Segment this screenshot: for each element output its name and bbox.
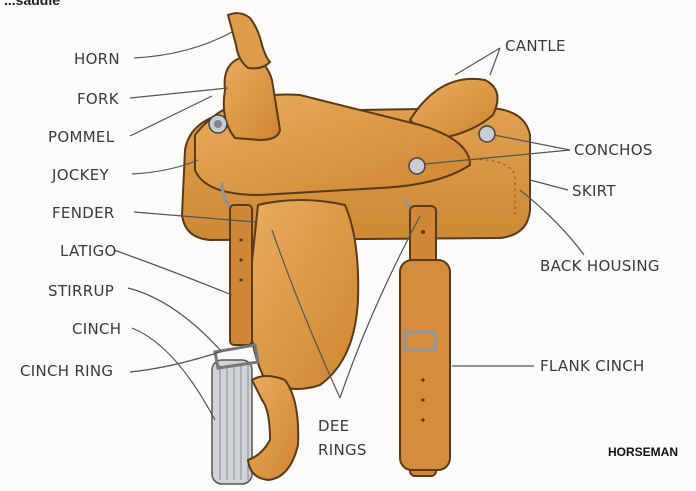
label-fork: FORK — [77, 90, 119, 108]
label-cinch: CINCH — [72, 320, 121, 338]
concho-front-center — [214, 120, 222, 128]
source-caption: HORSEMAN — [608, 445, 678, 459]
label-latigo: LATIGO — [60, 242, 117, 260]
label-pommel: POMMEL — [48, 128, 114, 146]
label-back-housing: BACK HOUSING — [540, 257, 660, 275]
stirrup — [248, 376, 298, 480]
label-cantle: CANTLE — [505, 37, 566, 55]
label-dee-rings-line1: DEE — [318, 417, 349, 435]
label-stirrup: STIRRUP — [48, 282, 114, 300]
label-cinch-ring: CINCH RING — [20, 362, 113, 380]
label-horn: HORN — [74, 50, 120, 68]
label-jockey: JOCKEY — [52, 166, 109, 184]
cinch — [212, 360, 252, 484]
fender — [249, 200, 358, 389]
concho-mid — [409, 158, 425, 174]
fork-pommel — [224, 58, 280, 140]
label-dee-rings-line2: RINGS — [318, 441, 367, 459]
label-fender: FENDER — [52, 204, 115, 222]
label-skirt: SKIRT — [572, 182, 616, 200]
flank-cinch — [400, 206, 450, 476]
label-conchos: CONCHOS — [574, 141, 653, 159]
latigo — [230, 205, 252, 345]
title-fragment: ...saddle — [4, 0, 60, 8]
concho-back — [479, 126, 495, 142]
label-flank-cinch: FLANK CINCH — [540, 357, 645, 375]
